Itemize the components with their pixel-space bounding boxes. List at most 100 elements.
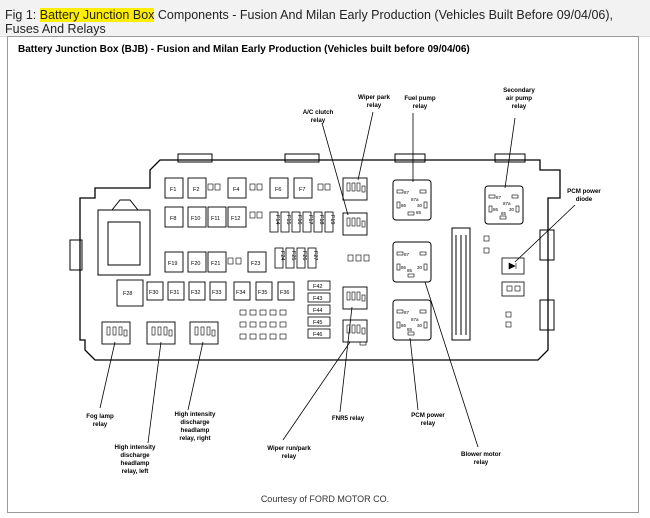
fuse-label: F19: [168, 261, 177, 267]
leader-ac-clutch: [321, 122, 349, 216]
fuse-label: F19: [329, 215, 335, 224]
fuse-slot: [167, 281, 185, 301]
figure-header: Fig 1: Battery Junction Box Components -…: [0, 0, 650, 37]
pin-label: 87a: [411, 197, 419, 202]
fuse-label: F36: [280, 290, 289, 296]
diode-symbol: [508, 262, 517, 270]
diode-pin: [514, 285, 521, 292]
fuse-slot: [187, 251, 207, 273]
fuse-slot: [164, 251, 184, 273]
leader-hid-left: [147, 341, 162, 444]
secondary-air-pump-relay: [484, 185, 524, 225]
fuse-label: F42: [313, 284, 322, 290]
fuse-label: F28: [123, 291, 132, 297]
fuse-slot: [307, 304, 331, 315]
fuse-slot: [296, 247, 306, 269]
diagram-title: Battery Junction Box (BJB) - Fusion and …: [18, 44, 470, 55]
leader-fog-lamp: [99, 341, 116, 409]
figure-caption: Fig 1: Battery Junction Box Components -…: [5, 8, 645, 36]
fuse-row-4: [146, 281, 295, 301]
fuse-slot: [269, 211, 279, 233]
pin-label: 87: [404, 310, 410, 315]
fuse-label: F17: [307, 215, 313, 224]
pin-label: 30: [417, 203, 423, 208]
fuse-label: F27: [312, 251, 318, 260]
leader-lines: [99, 111, 576, 448]
left-socket: [97, 209, 151, 276]
leader-hid-right: [187, 341, 204, 411]
fuse-slot: [269, 177, 289, 199]
fuse-label: F32: [191, 290, 200, 296]
fuse-label: F16: [296, 215, 302, 224]
fuse-slot: [247, 251, 267, 273]
top-tab: [177, 153, 213, 163]
pin-label: 87: [496, 195, 502, 200]
fuse-label: F35: [258, 290, 267, 296]
top-tab: [394, 153, 426, 163]
blower-motor-relay: [392, 241, 432, 283]
fuse-slot: [207, 206, 227, 228]
relay-pin-labels: 87 87a 86 85 30 87 86 85 30 87 87a 86 85…: [401, 190, 515, 332]
fuse-stack: [307, 280, 331, 339]
fuse-slot: [307, 292, 331, 303]
caption-rest: Components - Fusion And Milan Early Prod…: [5, 8, 613, 36]
fuse-label: F21: [211, 261, 220, 267]
fuse-slot: [277, 281, 295, 301]
fuse-slot: [187, 206, 207, 228]
fuse-label: F46: [313, 332, 322, 338]
fuse-label: F7: [299, 187, 305, 193]
pin-label: 30: [417, 323, 423, 328]
fuse-slot: [307, 328, 331, 339]
left-socket-inner: [107, 221, 141, 266]
fuse-label: F30: [149, 290, 158, 296]
fuse-label: F14: [274, 215, 280, 224]
vertical-fuse-group: [269, 211, 334, 269]
leader-blower: [424, 281, 479, 448]
leader-pcm-power: [409, 337, 419, 411]
fuse-label: F26: [301, 251, 307, 260]
fuse-slot: [188, 281, 206, 301]
pin-label: 86: [493, 207, 499, 212]
leader-fnr5: [339, 306, 353, 413]
pin-label: 87a: [503, 201, 511, 206]
fuse-label: F33: [212, 290, 221, 296]
pin-label: 86: [401, 323, 407, 328]
fuse-slot: [146, 281, 164, 301]
fuse-slot: [187, 177, 207, 199]
pcm-power-diode: [501, 257, 525, 297]
fuse-label: F34: [236, 290, 245, 296]
large-relay-pins: [396, 189, 520, 336]
caption-highlight: Battery Junction Box: [39, 8, 155, 22]
fuse-slot: [274, 247, 284, 269]
caption-prefix: Fig 1:: [5, 8, 40, 22]
pin-label: 85: [407, 268, 413, 273]
fuse-slot: [116, 279, 144, 307]
right-connector: [451, 227, 471, 341]
pin-label: 87: [404, 252, 410, 257]
fuse-label: F20: [191, 261, 200, 267]
fuse-label: F6: [275, 187, 281, 193]
fuse-slot: [164, 177, 184, 199]
fuse-slot: [233, 281, 251, 301]
fuse-slot: [302, 211, 312, 233]
fuse-slot: [207, 251, 227, 273]
fuse-label: F15: [285, 215, 291, 224]
fuse-label: F11: [211, 216, 220, 222]
fuse-label: F43: [313, 296, 322, 302]
pin-label: 85: [501, 211, 507, 216]
fuse-labels: F1 F2 F4 F6 F7 F8 F10 F11 F12 F19 F20 F2…: [123, 187, 335, 338]
fuse-label: F31: [170, 290, 179, 296]
fuse-slot: [293, 177, 313, 199]
right-tab: [539, 299, 555, 331]
fuse-slot: [313, 211, 323, 233]
pin-label: 30: [509, 207, 515, 212]
